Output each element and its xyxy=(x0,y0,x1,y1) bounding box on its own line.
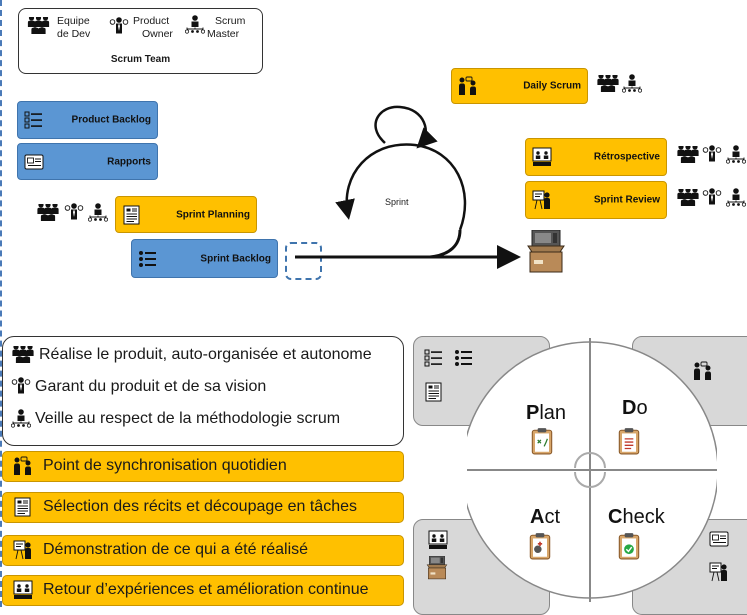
retrospective-box: Rétrospective xyxy=(525,138,667,176)
product-box-icon xyxy=(527,230,565,273)
scrum-master-icon xyxy=(726,188,746,207)
daily-meeting-icon xyxy=(458,76,477,96)
rapports-box: Rapports xyxy=(17,143,158,180)
po-label-1: Product xyxy=(133,15,170,27)
pdca-do-label: Do xyxy=(622,397,648,420)
product-backlog-box: Product Backlog xyxy=(17,101,158,139)
pdca-act-rest: ct xyxy=(544,506,561,528)
product-owner-icon xyxy=(109,17,129,34)
demo-icon xyxy=(13,540,32,560)
plan-clipboard-icon xyxy=(531,427,553,455)
pdca-check-rest: heck xyxy=(622,506,665,528)
scrum-team-title: Scrum Team xyxy=(110,54,171,65)
pdca-do-rest: o xyxy=(636,397,648,419)
increment-placeholder xyxy=(285,242,322,280)
daily-meeting-icon xyxy=(13,456,32,476)
pdca-check-letter: C xyxy=(608,506,623,528)
legend-row-po: Garant du produit et de sa vision xyxy=(11,376,267,397)
legend-daily-bar: Point de synchronisation quotidien xyxy=(2,451,404,482)
legend-review-bar: Démonstration de ce qui a été réalisé xyxy=(2,535,404,566)
product-owner-icon xyxy=(702,188,722,205)
legend-row-sm: Veille au respect de la méthodologie scr… xyxy=(10,408,341,429)
pdca-do-letter: D xyxy=(622,397,637,419)
dev-label-2: de Dev xyxy=(57,28,91,40)
do-clipboard-icon xyxy=(618,427,640,455)
legend-row-dev: Réalise le produit, auto-organisée et au… xyxy=(11,346,372,364)
rapports-label: Rapports xyxy=(107,156,151,167)
dev-team-icon xyxy=(596,75,620,93)
dev-team-icon xyxy=(27,17,50,35)
scrum-master-icon xyxy=(622,74,642,93)
product-owner-icon xyxy=(64,203,84,220)
legend-sm-text: Veille au respect de la méthodologie scr… xyxy=(35,410,341,428)
retrospective-icon xyxy=(13,580,33,600)
pdca-wheel xyxy=(467,338,717,602)
legend-retro-text: Retour d’expériences et amélioration con… xyxy=(43,581,369,598)
product-owner-icon xyxy=(702,145,722,162)
po-label-2: Owner xyxy=(142,28,173,40)
report-icon xyxy=(24,154,44,169)
demo-icon xyxy=(532,190,551,210)
sprint-planning-box: Sprint Planning xyxy=(115,196,257,233)
legend-planning-text: Sélection des récits et découpage en tâc… xyxy=(43,498,357,515)
roles-legend: Réalise le produit, auto-organisée et au… xyxy=(2,336,404,446)
dev-label-1: Equipe xyxy=(57,15,90,27)
list-icon xyxy=(424,349,443,367)
product-box-icon xyxy=(426,556,448,580)
sprint-review-box: Sprint Review xyxy=(525,181,667,219)
legend-dev-text: Réalise le produit, auto-organisée et au… xyxy=(39,346,372,364)
dev-team-icon xyxy=(676,146,700,164)
legend-po-text: Garant du produit et de sa vision xyxy=(35,378,267,396)
daily-scrum-label: Daily Scrum xyxy=(523,80,581,92)
sprint-label: Sprint xyxy=(385,197,409,207)
scrum-team-box: Equipe de Dev Product Owner Scrum Master… xyxy=(18,8,263,74)
sm-label-1: Scrum xyxy=(215,15,246,27)
scrum-master-icon xyxy=(726,145,746,164)
left-dashed-border xyxy=(0,0,2,607)
legend-planning-bar: Sélection des récits et découpage en tâc… xyxy=(2,492,404,523)
product-backlog-label: Product Backlog xyxy=(71,114,151,126)
document-icon xyxy=(425,382,442,402)
retrospective-icon xyxy=(428,530,448,550)
dev-team-icon xyxy=(36,204,60,222)
pdca-act-letter: A xyxy=(530,506,545,528)
sm-label-2: Master xyxy=(207,28,240,40)
retrospective-icon xyxy=(532,147,552,167)
scrum-master-icon xyxy=(185,15,205,34)
pdca-plan-letter: P xyxy=(526,402,540,424)
dev-team-icon xyxy=(676,189,700,207)
act-clipboard-icon xyxy=(529,532,551,560)
sprint-planning-label: Sprint Planning xyxy=(176,209,250,220)
sprint-cycle-diagram xyxy=(295,105,521,269)
pdca-act-label: Act xyxy=(530,506,560,529)
scrum-master-icon xyxy=(10,408,32,428)
pdca-plan-rest: lan xyxy=(539,402,567,424)
product-owner-icon xyxy=(11,376,31,394)
dev-team-icon xyxy=(11,346,35,364)
sprint-backlog-label: Sprint Backlog xyxy=(200,253,271,264)
pdca-check-label: Check xyxy=(608,506,665,529)
pdca-plan-label: Plan xyxy=(526,402,566,425)
document-icon xyxy=(14,497,31,517)
scrum-master-icon xyxy=(88,203,108,222)
backlog-list-icon xyxy=(139,250,156,267)
sprint-review-label: Sprint Review xyxy=(593,194,660,206)
check-clipboard-icon xyxy=(618,532,640,560)
sprint-backlog-box: Sprint Backlog xyxy=(131,239,278,278)
legend-review-text: Démonstration de ce qui a été réalisé xyxy=(43,541,309,558)
legend-daily-text: Point de synchronisation quotidien xyxy=(43,457,287,474)
list-icon xyxy=(24,111,43,129)
daily-scrum-box: Daily Scrum xyxy=(451,68,588,104)
legend-retro-bar: Retour d’expériences et amélioration con… xyxy=(2,575,404,606)
retrospective-label: Rétrospective xyxy=(593,151,660,163)
document-icon xyxy=(123,205,140,224)
